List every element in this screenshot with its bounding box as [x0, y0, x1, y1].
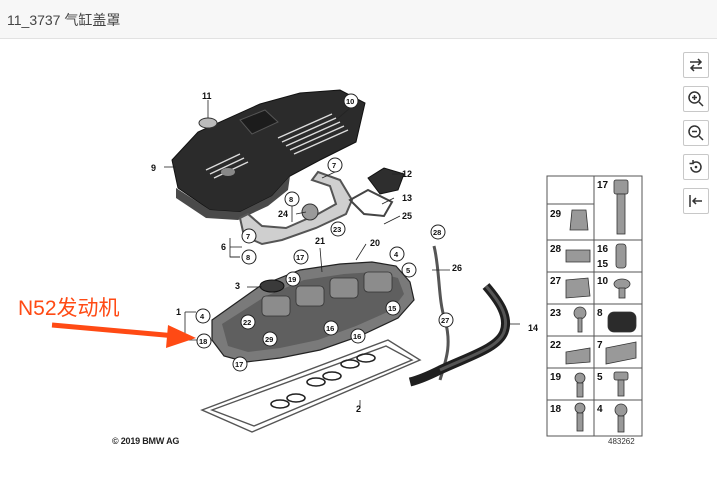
svg-text:8: 8: [246, 253, 250, 262]
svg-text:15: 15: [388, 304, 396, 313]
svg-text:19: 19: [288, 275, 296, 284]
reset-icon: [689, 160, 702, 173]
svg-text:27: 27: [550, 276, 562, 287]
svg-text:23: 23: [550, 308, 562, 319]
collapse-button[interactable]: [683, 188, 709, 214]
svg-text:18: 18: [199, 337, 207, 346]
svg-text:10: 10: [597, 276, 609, 287]
svg-text:22: 22: [550, 340, 562, 351]
svg-text:7: 7: [332, 161, 336, 170]
engine-cover: [171, 89, 366, 220]
svg-text:28: 28: [433, 228, 441, 237]
svg-text:27: 27: [441, 316, 449, 325]
hose-14: [408, 283, 510, 387]
svg-text:24: 24: [278, 209, 288, 219]
svg-text:6: 6: [221, 242, 226, 252]
svg-text:16: 16: [326, 324, 334, 333]
svg-text:8: 8: [289, 195, 293, 204]
plug-24: [301, 203, 319, 221]
parts-diagram: 11 10 9 7 12 8 13 24 25 7 6 8 17 21 23 2…: [51, 89, 643, 437]
annotation-arrow: [51, 322, 196, 348]
svg-text:19: 19: [550, 372, 562, 383]
svg-text:18: 18: [550, 404, 562, 415]
svg-text:9: 9: [151, 163, 156, 173]
cap-12: [367, 167, 405, 195]
svg-text:26: 26: [452, 263, 462, 273]
svg-text:10: 10: [346, 97, 354, 106]
swap-button[interactable]: [683, 52, 709, 78]
svg-text:12: 12: [402, 169, 412, 179]
reset-button[interactable]: [683, 154, 709, 180]
svg-text:23: 23: [333, 225, 341, 234]
diagram-id: 483262: [608, 437, 635, 446]
zoom-in-icon: [688, 91, 704, 107]
parts-grid: 29 28 27 23 22 19 18 17 16 15 10 8 7 5 4: [546, 175, 643, 437]
svg-text:29: 29: [265, 335, 273, 344]
svg-text:25: 25: [402, 211, 412, 221]
svg-text:7: 7: [597, 340, 603, 351]
svg-text:16: 16: [597, 244, 609, 255]
collapse-icon: [689, 195, 702, 207]
svg-text:3: 3: [235, 281, 240, 291]
svg-text:17: 17: [235, 360, 243, 369]
seal-13: [348, 188, 394, 218]
engine-annotation: N52发动机: [18, 297, 120, 320]
svg-text:7: 7: [246, 232, 250, 241]
zoom-out-icon: [688, 125, 704, 141]
zoom-out-button[interactable]: [683, 120, 709, 146]
svg-text:4: 4: [394, 250, 399, 259]
svg-text:13: 13: [402, 193, 412, 203]
svg-text:11: 11: [202, 91, 212, 101]
svg-text:22: 22: [243, 318, 251, 327]
svg-text:2: 2: [356, 404, 361, 414]
grommet: [198, 117, 218, 129]
svg-text:20: 20: [370, 238, 380, 248]
svg-text:17: 17: [296, 253, 304, 262]
svg-text:29: 29: [550, 209, 562, 220]
svg-text:8: 8: [597, 308, 603, 319]
svg-text:15: 15: [597, 259, 609, 270]
svg-text:28: 28: [550, 244, 562, 255]
gasket-set: [200, 339, 422, 433]
page-title: 11_3737 气缸盖罩: [7, 12, 121, 28]
callout-labels: 11 10 9 7 12 8 13 24 25 7 6 8 17 21 23 2…: [151, 91, 538, 414]
title-bar: 11_3737 气缸盖罩: [0, 0, 717, 39]
swap-icon: [689, 58, 703, 72]
svg-text:4: 4: [200, 312, 205, 321]
svg-text:5: 5: [406, 266, 410, 275]
zoom-in-button[interactable]: [683, 86, 709, 112]
svg-text:16: 16: [353, 332, 361, 341]
svg-text:21: 21: [315, 236, 325, 246]
copyright: © 2019 BMW AG: [112, 436, 180, 446]
svg-text:1: 1: [176, 307, 181, 317]
svg-text:14: 14: [528, 323, 538, 333]
svg-text:5: 5: [597, 372, 603, 383]
svg-text:4: 4: [597, 404, 603, 415]
diagram-toolbar: [683, 52, 709, 222]
svg-text:17: 17: [597, 180, 609, 191]
